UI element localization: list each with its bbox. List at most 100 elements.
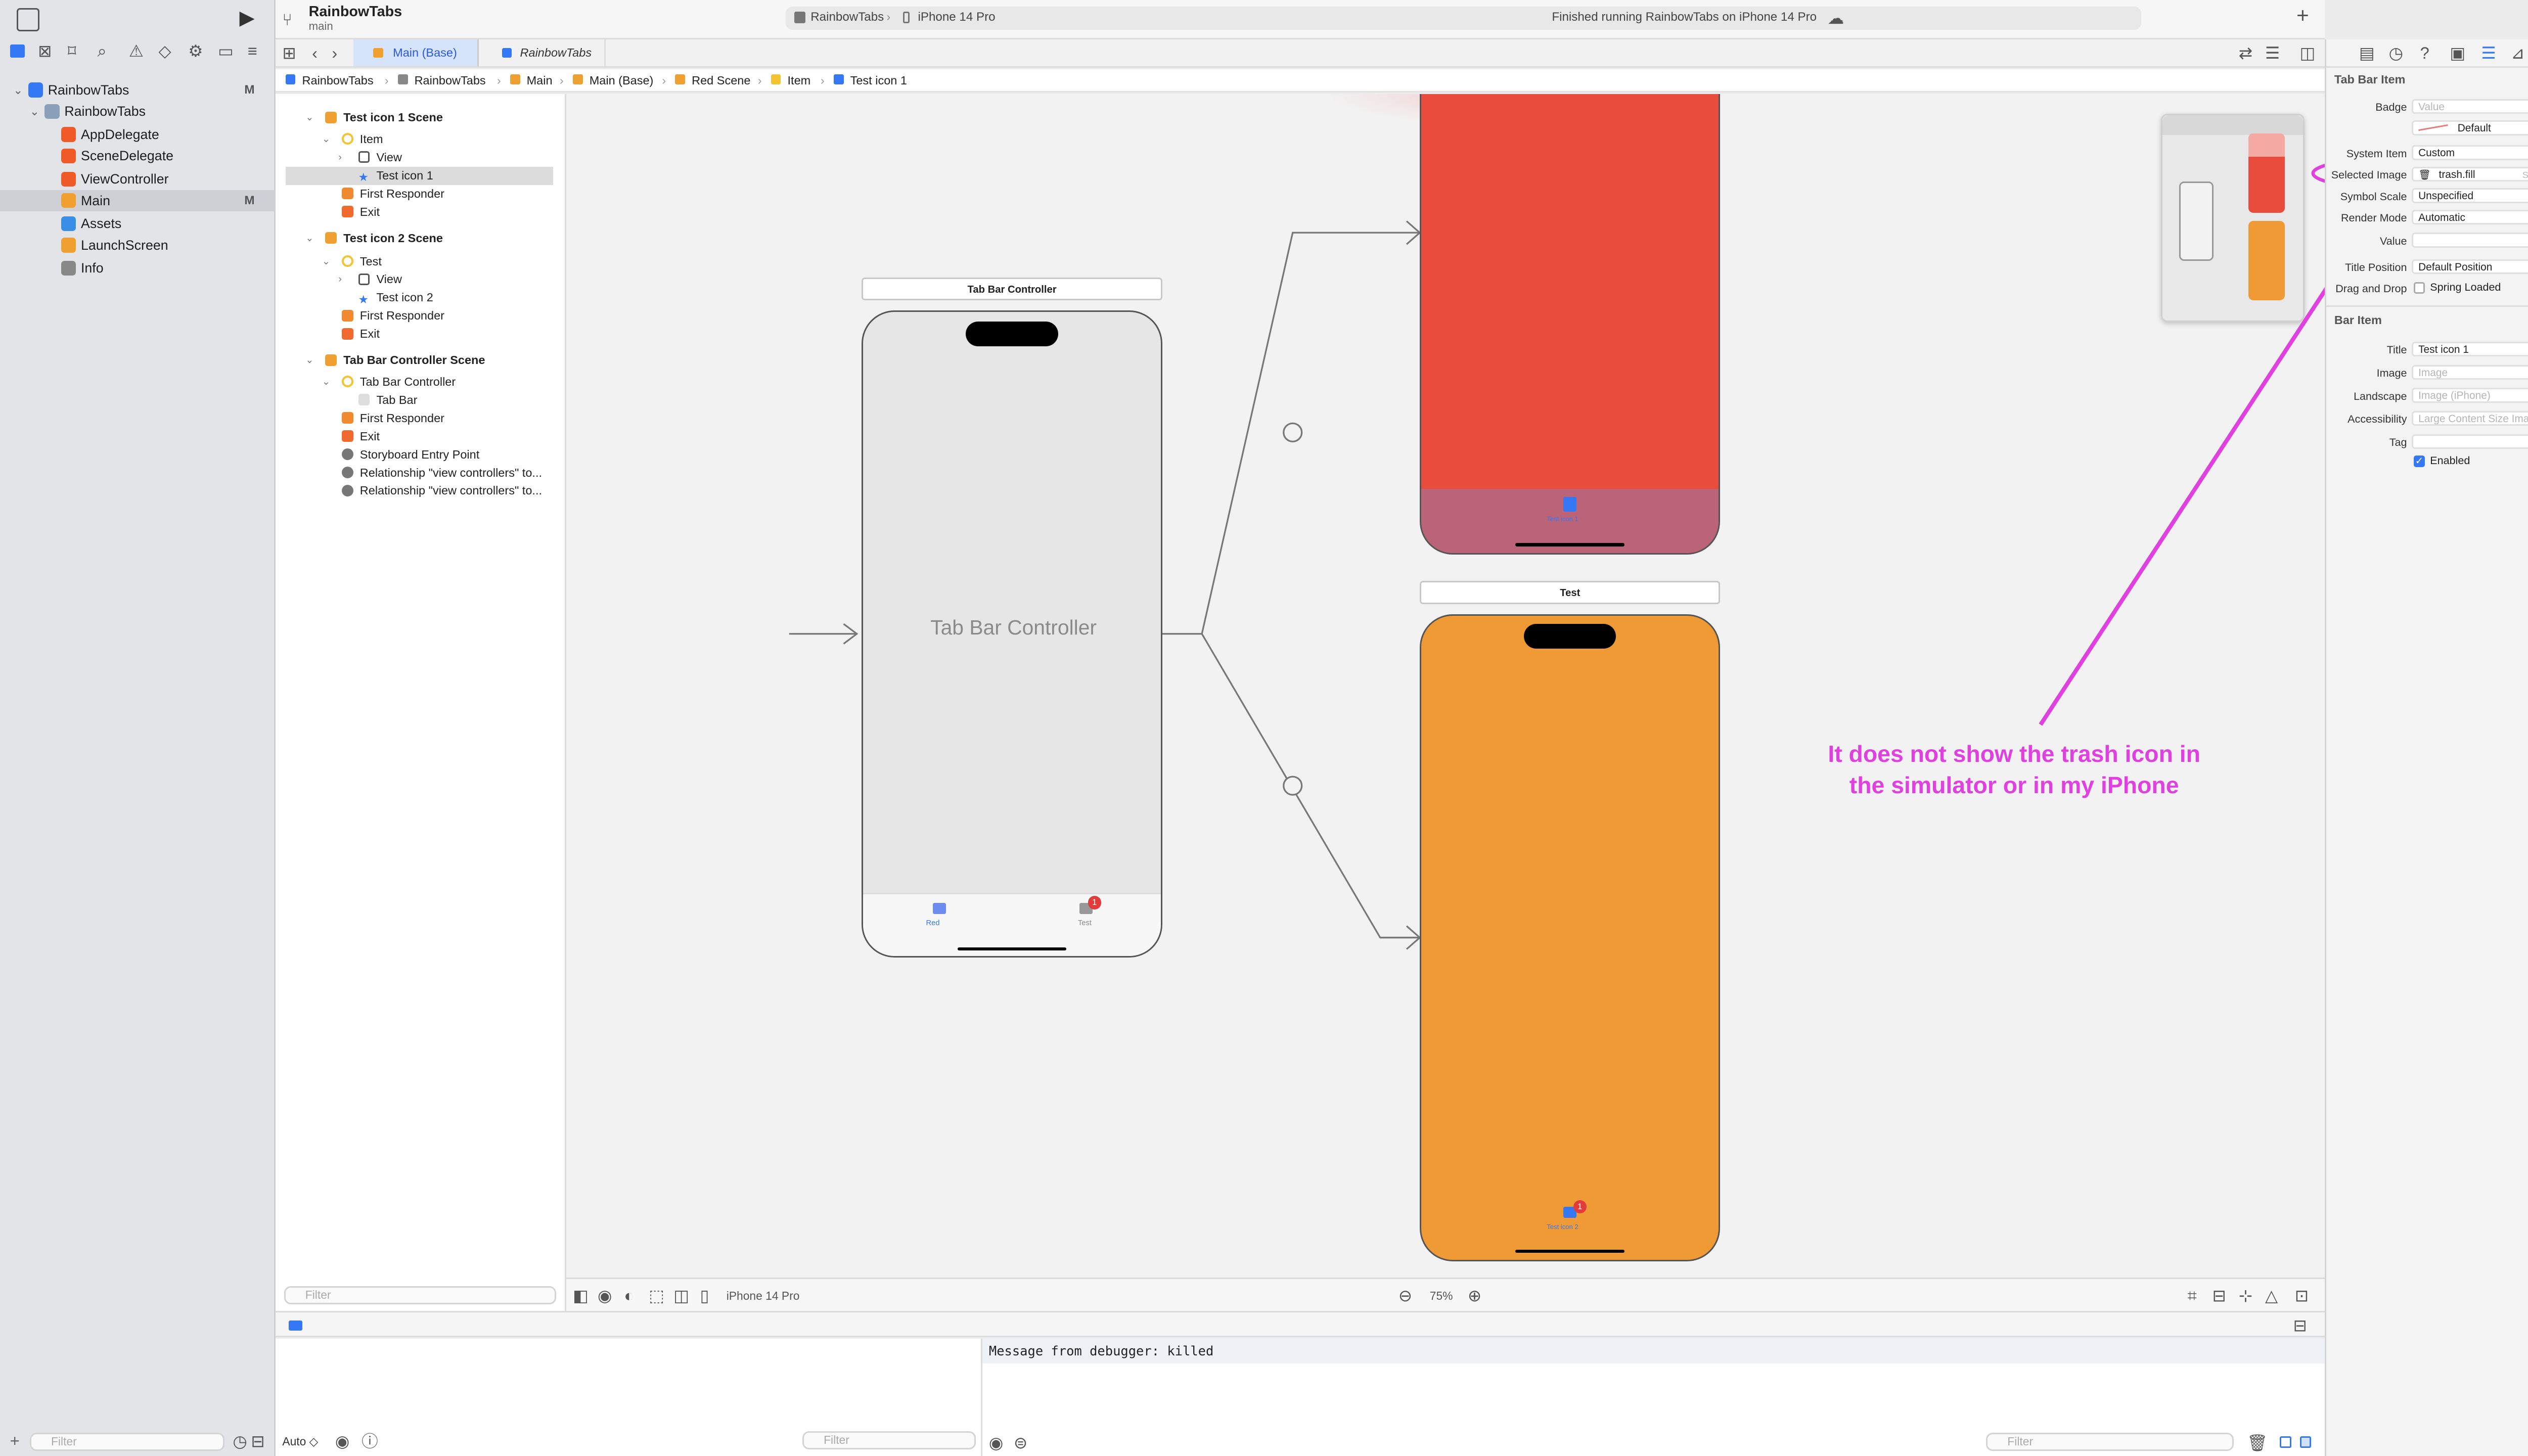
zoom-level[interactable]: 75%	[1429, 1289, 1453, 1302]
tab-bar-controller-phone[interactable]: Tab Bar Controller Red 1 Test	[862, 310, 1162, 958]
console-filter-field[interactable]: Filter	[1986, 1433, 2234, 1451]
sidebar-toggle-icon[interactable]	[16, 8, 40, 32]
outline-disclosure-icon[interactable]: ›	[338, 274, 342, 285]
badge-color-popup[interactable]: Default ⇕	[2412, 120, 2528, 135]
layout-icon[interactable]: ◫	[673, 1286, 690, 1305]
outline-disclosure-icon[interactable]: ⌄	[322, 133, 331, 145]
title-field[interactable]: Test icon 1	[2412, 341, 2528, 357]
swap-icon[interactable]: ⇄	[2238, 43, 2253, 62]
tab-rainbowtabs[interactable]: RainbowTabs	[480, 39, 606, 66]
zoom-in-icon[interactable]: ⊕	[1467, 1286, 1482, 1305]
jump-item[interactable]: Red Scene	[692, 74, 751, 87]
navigator-item-scenedelegate[interactable]: SceneDelegate	[0, 145, 276, 166]
outline-item[interactable]: ⌄Item	[322, 130, 383, 149]
outline-item[interactable]: ⌄Test icon 2 Scene	[305, 230, 443, 248]
split-left-icon[interactable]	[2280, 1436, 2292, 1448]
outline-item[interactable]: Exit	[341, 428, 380, 446]
device-selector[interactable]: iPhone 14 Pro	[918, 10, 996, 24]
back-icon[interactable]: ‹	[312, 43, 318, 62]
info-icon[interactable]: ⓘ	[362, 1431, 378, 1450]
outline-disclosure-icon[interactable]: ⌄	[305, 112, 314, 123]
value-stepper[interactable]: 1⇕	[2412, 233, 2528, 248]
navigator-item-viewcontroller[interactable]: ViewController	[0, 168, 276, 190]
forward-icon[interactable]: ›	[332, 43, 338, 62]
scm-filter-icon[interactable]: ⊟	[251, 1431, 265, 1450]
red-scene-phone[interactable]: Test icon 1	[1420, 94, 1721, 555]
orientation-icon[interactable]: ⬚	[649, 1286, 665, 1305]
outline-item[interactable]: ›View	[338, 149, 402, 167]
console-filter-icon[interactable]: ⊜	[1013, 1433, 1028, 1452]
identity-inspector-icon[interactable]: ▣	[2450, 43, 2466, 62]
debug-toggle-icon[interactable]	[289, 1320, 302, 1331]
jump-item[interactable]: RainbowTabs	[414, 74, 486, 87]
outline-item[interactable]: ★Test icon 2	[358, 289, 433, 307]
clear-console-icon[interactable]: 🗑	[2247, 1433, 2268, 1452]
embed-icon[interactable]: ⊡	[2294, 1286, 2309, 1305]
navigator-filter-field[interactable]: Filter	[29, 1433, 225, 1451]
outline-disclosure-icon[interactable]: ⌄	[322, 255, 331, 267]
resolve-issues-icon[interactable]: △	[2265, 1286, 2278, 1305]
orange-scene-phone[interactable]: 1 Test icon 2	[1420, 614, 1721, 1261]
grid-icon[interactable]: ⊞	[282, 43, 296, 62]
outline-item[interactable]: Relationship "view controllers" to...	[341, 482, 542, 500]
test-scene-label[interactable]: Test	[1420, 581, 1721, 605]
eye-icon[interactable]: ◉	[335, 1431, 350, 1450]
disclosure-icon[interactable]: ⌄	[13, 83, 23, 97]
test-icon[interactable]: ◇	[158, 41, 171, 61]
add-icon[interactable]: +	[10, 1431, 20, 1450]
outline-disclosure-icon[interactable]: ⌄	[322, 376, 331, 387]
image-field[interactable]: Image⇕	[2412, 365, 2528, 380]
selected-image-field[interactable]: 🗑 trash.fill System ⇕	[2412, 166, 2528, 182]
add-library-button[interactable]: +	[2296, 3, 2309, 27]
tab-bar-controller-scene-label[interactable]: Tab Bar Controller	[862, 277, 1162, 301]
outline-item[interactable]: ⌄Tab Bar Controller Scene	[305, 351, 485, 370]
tag-stepper[interactable]: 0⇕	[2412, 434, 2528, 449]
size-inspector-icon[interactable]: ⊿	[2511, 43, 2525, 62]
disclosure-icon[interactable]: ⌄	[29, 105, 39, 118]
issue-icon[interactable]: ⚠	[128, 41, 144, 61]
outline-item[interactable]: Relationship "view controllers" to...	[341, 464, 542, 482]
navigator-item-appdelegate[interactable]: AppDelegate	[0, 124, 276, 145]
update-frames-icon[interactable]: ⌗	[2187, 1286, 2197, 1305]
system-item-popup[interactable]: Custom⇕	[2412, 145, 2528, 160]
outline-item[interactable]: ⌄Test icon 1 Scene	[305, 109, 443, 127]
history-inspector-icon[interactable]: ◷	[2388, 43, 2404, 62]
enabled-checkbox[interactable]: ✓	[2413, 456, 2425, 468]
file-inspector-icon[interactable]: ▤	[2359, 43, 2375, 62]
folder-tab-icon[interactable]	[10, 44, 25, 58]
landscape-field[interactable]: Image (iPhone)⇕	[2412, 388, 2528, 403]
outline-item[interactable]: Exit	[341, 203, 380, 221]
auto-selector[interactable]: Auto ◇	[282, 1434, 319, 1448]
badge-field[interactable]: Value	[2412, 99, 2528, 114]
outline-toggle-icon[interactable]: ◧	[573, 1286, 589, 1305]
editor-options-icon[interactable]: ☰	[2265, 43, 2280, 62]
jump-item[interactable]: RainbowTabs	[302, 74, 374, 87]
jump-item[interactable]: Main (Base)	[589, 74, 654, 87]
debug-icon[interactable]: ⚙	[188, 41, 203, 61]
dark-mode-icon[interactable]: ◐	[624, 1286, 634, 1305]
jump-item[interactable]: Main	[526, 74, 553, 87]
device-config-label[interactable]: iPhone 14 Pro	[726, 1289, 800, 1302]
find-icon[interactable]: ⌕	[97, 41, 107, 61]
source-control-icon[interactable]: ⊠	[38, 41, 52, 61]
help-inspector-icon[interactable]: ?	[2420, 43, 2429, 62]
outline-disclosure-icon[interactable]: ⌄	[305, 354, 314, 366]
navigator-item-rainbowtabs[interactable]: ⌄RainbowTabs	[0, 101, 276, 122]
align-icon[interactable]: ⊟	[2212, 1286, 2226, 1305]
storyboard-canvas[interactable]: Tab Bar Controller Tab Bar Controller Re…	[566, 94, 2325, 1278]
outline-item[interactable]: Tab Bar	[358, 391, 417, 410]
run-icon[interactable]: ▶	[239, 7, 255, 29]
report-icon[interactable]: ≡	[247, 41, 257, 61]
scheme-selector[interactable]: RainbowTabs	[810, 10, 884, 24]
appearance-icon[interactable]: ◉	[598, 1286, 612, 1305]
outline-item[interactable]: First Responder	[341, 410, 444, 428]
console-eye-icon[interactable]: ◉	[988, 1433, 1004, 1452]
accessibility-field[interactable]: Large Content Size Image⇕	[2412, 411, 2528, 426]
outline-item[interactable]: First Responder	[341, 307, 444, 325]
outline-item[interactable]: ⌄Test	[322, 253, 382, 271]
breakpoint-icon[interactable]: ▭	[218, 41, 234, 61]
tab-main-base[interactable]: Main (Base)	[353, 39, 479, 66]
jump-item[interactable]: Test icon 1	[850, 74, 907, 87]
title-position-popup[interactable]: Default Position⇕	[2412, 259, 2528, 275]
